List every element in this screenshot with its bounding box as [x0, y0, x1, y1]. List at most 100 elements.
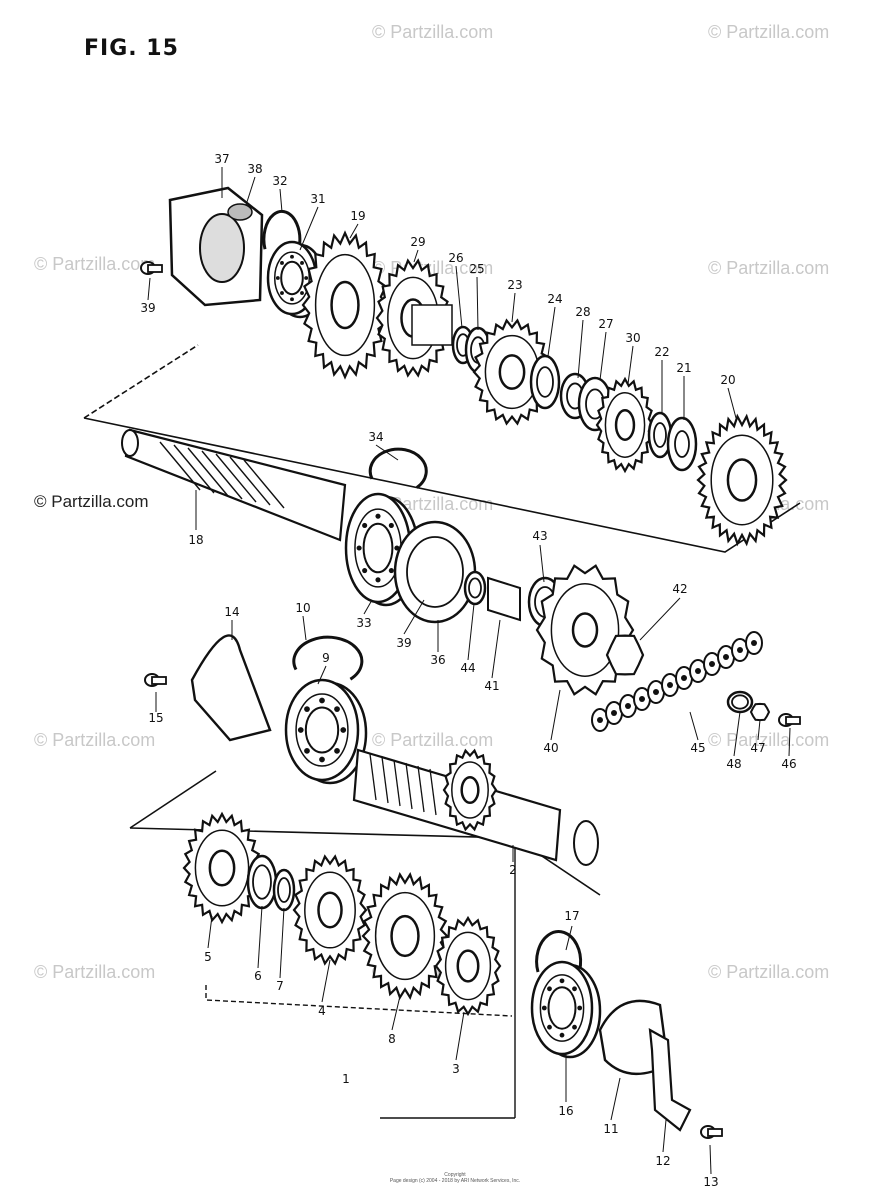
bolt [778, 713, 801, 727]
leader-line [550, 689, 561, 741]
gear-bore [456, 949, 480, 983]
callout-number: 24 [547, 292, 562, 306]
gear [434, 915, 502, 1017]
callout-number: 29 [410, 235, 425, 249]
ref-line [205, 985, 513, 1017]
oil-seal-inner [406, 536, 464, 608]
washer [647, 411, 673, 459]
gear-web [304, 871, 356, 949]
leader-line [577, 319, 584, 379]
gear [301, 230, 389, 380]
callout-number: 25 [469, 262, 484, 276]
callout-number: 2 [509, 863, 517, 877]
ref-line [83, 417, 801, 553]
shaft-end [573, 820, 599, 866]
leader-line [391, 995, 401, 1031]
leader-line [539, 544, 545, 583]
leader-line [321, 959, 331, 1003]
gear [182, 811, 262, 925]
gear [696, 413, 788, 547]
callout-number: 39 [140, 301, 155, 315]
leader-line [709, 1144, 712, 1175]
screw [144, 673, 167, 687]
watermark: © Partzilla.com [372, 730, 494, 750]
callout-number: 16 [558, 1104, 573, 1118]
leader-line [727, 387, 737, 419]
circlip-ring-inner [674, 430, 690, 458]
watermark: © Partzilla.com [708, 258, 830, 278]
watermark: © Partzilla.com [34, 730, 156, 750]
callout-number: 27 [598, 317, 613, 331]
ref-line [129, 770, 217, 829]
leader-line [299, 206, 319, 251]
chain-pin [639, 696, 645, 702]
shaft-spline [243, 459, 285, 509]
bearing-ball [375, 577, 381, 583]
leader-line [476, 276, 479, 331]
leader-line [491, 619, 501, 679]
bearing-ball [559, 978, 565, 984]
shaft-spline [405, 762, 413, 810]
shaft-spline [369, 753, 377, 801]
gear-bore [317, 891, 343, 929]
bearing-ball [334, 706, 340, 713]
leader-line [317, 665, 327, 685]
bearing-ball [388, 522, 394, 529]
stopper-bracket [648, 1028, 692, 1132]
washer [726, 690, 754, 714]
shaft-gear-web [451, 761, 489, 819]
leader-line [363, 599, 373, 615]
bushing [529, 354, 561, 410]
gear-bore [498, 354, 526, 390]
callout-number: 26 [448, 251, 463, 265]
chain-pin [681, 675, 687, 681]
callout-labels: 3738323119292625232428273022212039341833… [140, 152, 796, 1189]
gear-bore [614, 409, 636, 441]
chain-pin [597, 717, 603, 723]
bearing-ball [547, 986, 552, 992]
callout-number: 15 [148, 711, 163, 725]
bearing-bore [280, 260, 304, 296]
leader-line [467, 603, 475, 661]
leader-line [147, 277, 151, 301]
bolt-shank [785, 716, 801, 725]
bearing-ball [300, 261, 304, 265]
leader-line [302, 615, 307, 641]
chain-pin [611, 710, 617, 716]
bearing-bore [362, 522, 394, 574]
bearing-ball [290, 297, 294, 302]
parts-drawing [83, 186, 801, 1139]
shaft-gear [442, 748, 498, 832]
circlip-ring [272, 868, 296, 912]
shaft-end [121, 429, 139, 457]
watermark: © Partzilla.com [708, 962, 830, 982]
callout-number: 22 [654, 345, 669, 359]
leader-line [627, 345, 634, 385]
screw [140, 261, 163, 275]
bearing-stopper [190, 634, 272, 742]
circlip [292, 635, 364, 681]
leader-line [599, 331, 607, 381]
callout-number: 43 [532, 529, 547, 543]
leader-line [610, 1077, 621, 1121]
engine-sprocket-web [550, 583, 620, 677]
chain-pin [751, 640, 757, 646]
shaft-spline [159, 441, 201, 491]
leader-line [257, 905, 263, 969]
gear-bore [390, 914, 420, 958]
chain-pin [723, 654, 729, 660]
bearing-race [295, 693, 349, 767]
shaft-spline [201, 450, 243, 500]
callout-number: 32 [272, 174, 287, 188]
gear [292, 854, 368, 966]
bearing-ball [362, 522, 368, 529]
watermark: © Partzilla.com [34, 492, 149, 511]
leader-line [662, 1119, 667, 1153]
callout-number: 31 [310, 192, 325, 206]
bolt-shank [707, 1128, 723, 1137]
bearing-ball [572, 986, 577, 992]
shaft-gear-bore [460, 775, 480, 805]
bearing-ball [541, 1005, 547, 1011]
callout-number: 14 [224, 605, 239, 619]
callout-number: 8 [388, 1032, 396, 1046]
